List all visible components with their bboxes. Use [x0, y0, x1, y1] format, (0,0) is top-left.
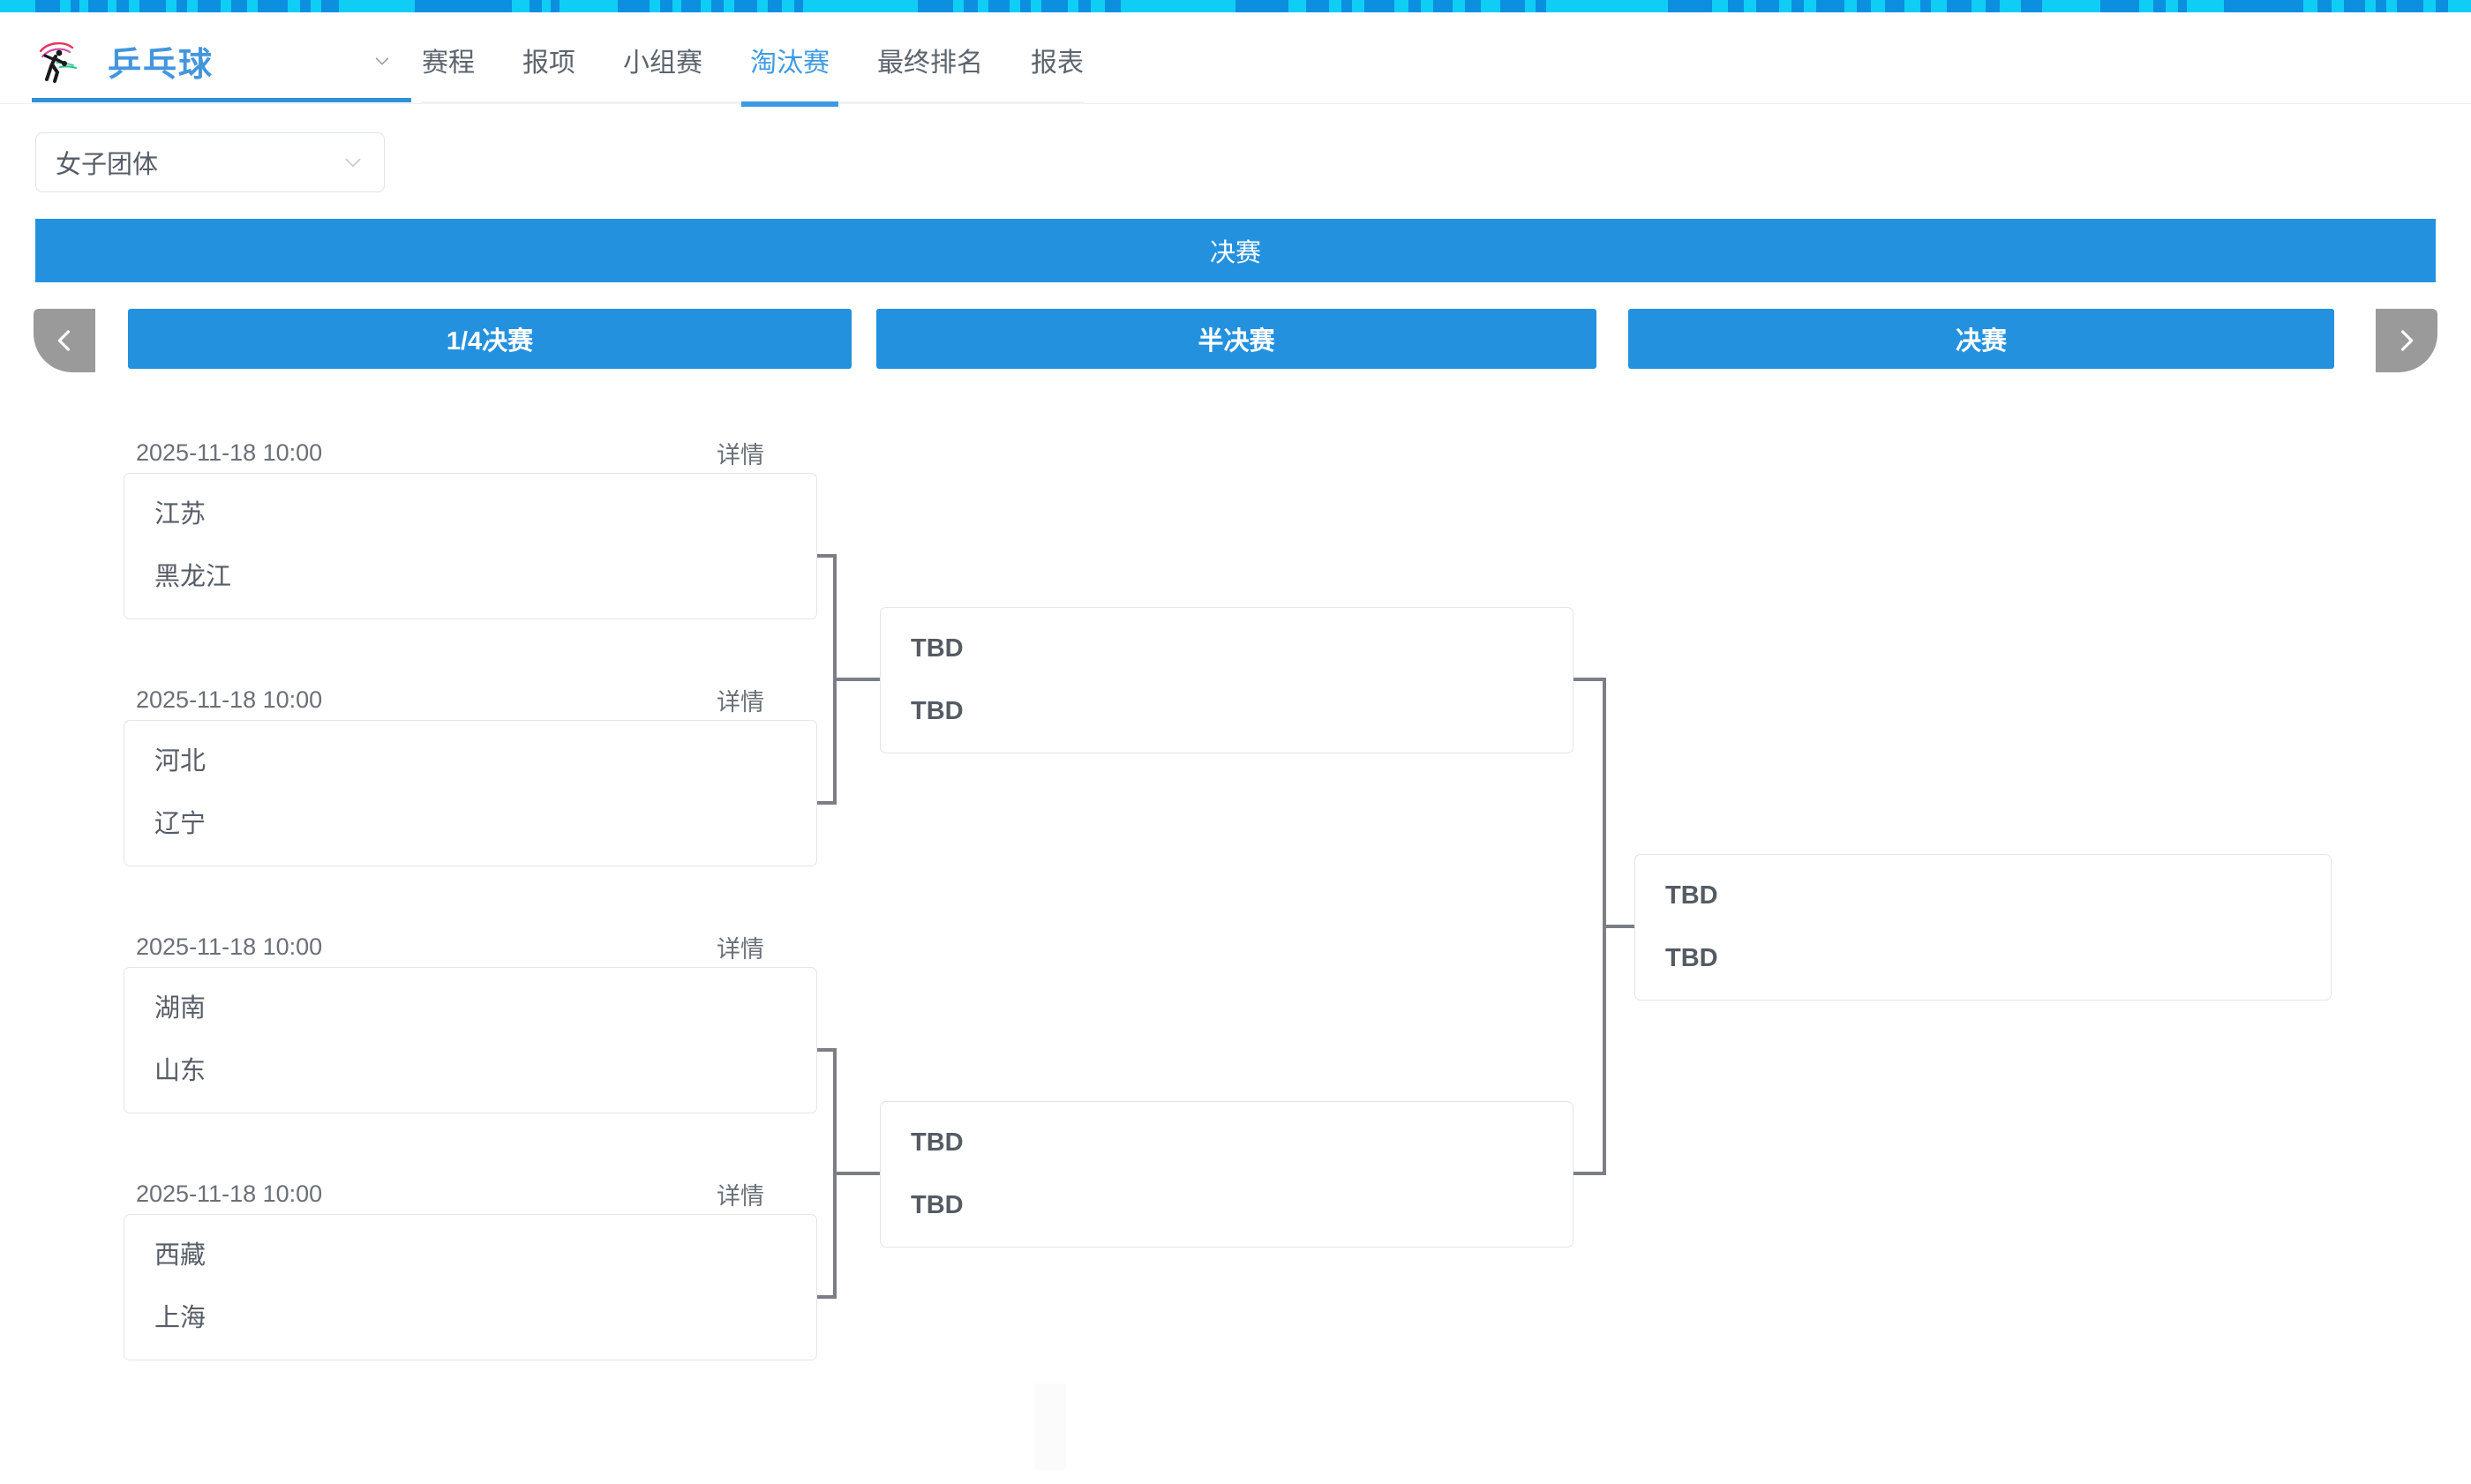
team-name-a: TBD: [1665, 881, 1718, 910]
round-header-quarterfinal[interactable]: 1/4决赛: [128, 309, 852, 369]
table-tennis-player-icon: [34, 37, 83, 86]
team-name-b: TBD: [911, 697, 964, 725]
nav-item-reports[interactable]: 报表: [1031, 49, 1084, 78]
chevron-left-icon: [57, 330, 70, 351]
team-name-a: 江苏: [154, 500, 207, 528]
match-datetime: 2025-11-18 10:00: [136, 686, 323, 713]
match-datetime: 2025-11-18 10:00: [136, 438, 323, 466]
match-teams[interactable]: TBD TBD: [880, 607, 1573, 753]
team-name-b: 黑龙江: [154, 563, 232, 591]
match-card-final[interactable]: TBD TBD: [1634, 854, 2332, 1001]
nav-item-knockout[interactable]: 淘汰赛: [741, 41, 838, 107]
team-name-a: 西藏: [154, 1241, 207, 1270]
match-teams[interactable]: 西藏 上海: [124, 1214, 817, 1360]
match-datetime: 2025-11-18 10:00: [136, 1180, 323, 1207]
brand-title: 乒乓球: [108, 47, 214, 84]
nav-item-final-ranking[interactable]: 最终排名: [877, 49, 983, 78]
match-card-qf3[interactable]: 2025-11-18 10:00 详情 湖南 山东: [124, 926, 817, 1113]
match-meta: 2025-11-18 10:00 详情: [124, 1173, 817, 1214]
category-select-value: 女子团体: [56, 151, 159, 179]
match-teams[interactable]: TBD TBD: [880, 1101, 1573, 1248]
chevron-down-icon[interactable]: [372, 51, 392, 71]
team-name-a: 湖南: [154, 994, 207, 1023]
category-select[interactable]: 女子团体: [35, 132, 385, 192]
match-detail-link[interactable]: 详情: [717, 688, 764, 716]
team-name-a: TBD: [911, 1128, 964, 1157]
team-name-b: TBD: [1665, 944, 1718, 972]
app-header: 乒乓球 赛程 报项 小组赛 淘汰赛 最终排名 报表: [0, 12, 2471, 107]
match-teams[interactable]: 河北 辽宁: [124, 720, 817, 866]
match-teams[interactable]: TBD TBD: [1634, 854, 2332, 1001]
round-header-semifinal[interactable]: 半决赛: [876, 309, 1596, 369]
match-card-sf2[interactable]: TBD TBD: [880, 1101, 1573, 1248]
match-teams[interactable]: 湖南 山东: [124, 967, 817, 1113]
main-nav: 赛程 报项 小组赛 淘汰赛 最终排名 报表: [422, 25, 1084, 107]
team-name-b: 山东: [154, 1057, 207, 1085]
match-datetime: 2025-11-18 10:00: [136, 933, 323, 960]
nav-item-group-stage[interactable]: 小组赛: [623, 49, 702, 78]
match-card-qf1[interactable]: 2025-11-18 10:00 详情 江苏 黑龙江: [124, 432, 817, 619]
team-name-b: 上海: [154, 1304, 207, 1332]
nav-item-schedule[interactable]: 赛程: [422, 49, 475, 78]
brand-selector[interactable]: 乒乓球: [32, 25, 411, 102]
round-header-final[interactable]: 决赛: [1628, 309, 2334, 369]
round-headers-row: 1/4决赛 半决赛 决赛: [0, 309, 2471, 372]
match-card-sf1[interactable]: TBD TBD: [880, 607, 1573, 753]
chevron-down-icon: [342, 151, 364, 174]
match-detail-link[interactable]: 详情: [717, 1182, 764, 1210]
match-teams[interactable]: 江苏 黑龙江: [124, 473, 817, 619]
chevron-right-icon: [2401, 330, 2414, 351]
match-card-qf4[interactable]: 2025-11-18 10:00 详情 西藏 上海: [124, 1173, 817, 1360]
team-name-b: 辽宁: [154, 810, 207, 838]
team-name-a: TBD: [911, 634, 964, 663]
team-name-b: TBD: [911, 1191, 964, 1219]
nav-item-entries[interactable]: 报项: [522, 49, 575, 78]
scroll-indicator[interactable]: [1034, 1383, 1066, 1470]
top-banner-strip: [0, 0, 2471, 12]
match-detail-link[interactable]: 详情: [717, 441, 764, 468]
team-name-a: 河北: [154, 747, 207, 776]
match-card-qf2[interactable]: 2025-11-18 10:00 详情 河北 辽宁: [124, 679, 817, 866]
match-meta: 2025-11-18 10:00 详情: [124, 926, 817, 967]
match-detail-link[interactable]: 详情: [717, 935, 764, 963]
match-meta: 2025-11-18 10:00 详情: [124, 432, 817, 473]
match-meta: 2025-11-18 10:00 详情: [124, 679, 817, 720]
stage-title-bar: 决赛: [35, 219, 2436, 282]
